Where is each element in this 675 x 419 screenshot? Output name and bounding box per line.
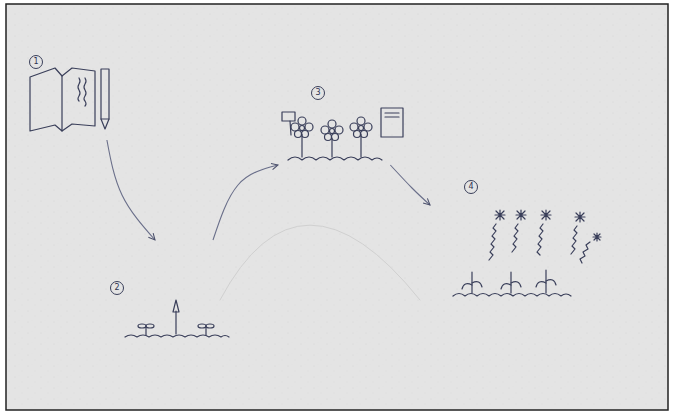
paper-grain bbox=[7, 5, 667, 409]
sparkles bbox=[489, 210, 601, 263]
stage-region: 1 bbox=[25, 45, 130, 140]
closed-book bbox=[381, 108, 403, 137]
pencil bbox=[101, 69, 109, 129]
sprouts bbox=[125, 300, 229, 337]
open-book bbox=[30, 68, 95, 131]
flow-arrow bbox=[390, 165, 430, 205]
stage-region: 3 bbox=[270, 85, 415, 165]
stage-region: 2 bbox=[108, 240, 233, 345]
callout-number: 2 bbox=[110, 281, 124, 295]
flow-arrow bbox=[213, 165, 278, 240]
callout-number: 1 bbox=[29, 55, 43, 69]
hill bbox=[220, 225, 420, 300]
flow-arrow bbox=[107, 140, 155, 240]
flowers bbox=[288, 117, 382, 160]
stage-region: 4 bbox=[430, 180, 605, 305]
frame bbox=[6, 4, 668, 410]
callout-number: 3 bbox=[311, 86, 325, 100]
grown-plants bbox=[453, 270, 571, 296]
callout-number: 4 bbox=[464, 180, 478, 194]
